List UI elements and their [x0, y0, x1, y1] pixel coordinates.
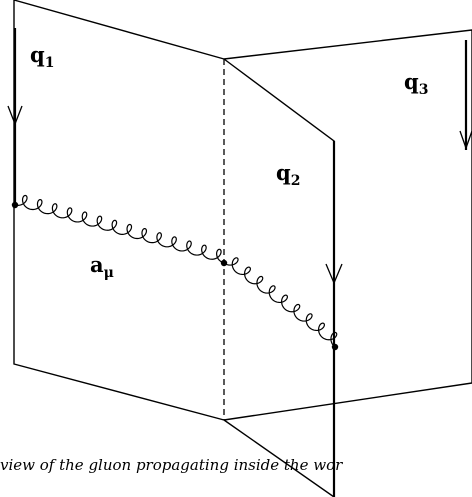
vertex-middle [220, 259, 228, 267]
sheet-right [223, 29, 472, 421]
vertex-left [11, 201, 19, 209]
label-q1: q1 [30, 42, 54, 71]
label-q2: q2 [276, 160, 300, 189]
caption: view of the gluon propagating inside the… [0, 456, 343, 474]
arrow-q1 [7, 105, 23, 126]
arrow-q2 [325, 263, 343, 285]
vertex-right [331, 343, 339, 351]
arrow-q3 [459, 130, 472, 150]
sheet-front [223, 58, 335, 497]
label-q3: q3 [404, 69, 428, 98]
label-gluon: aμ [90, 252, 114, 281]
gluon-coil [14, 194, 338, 348]
